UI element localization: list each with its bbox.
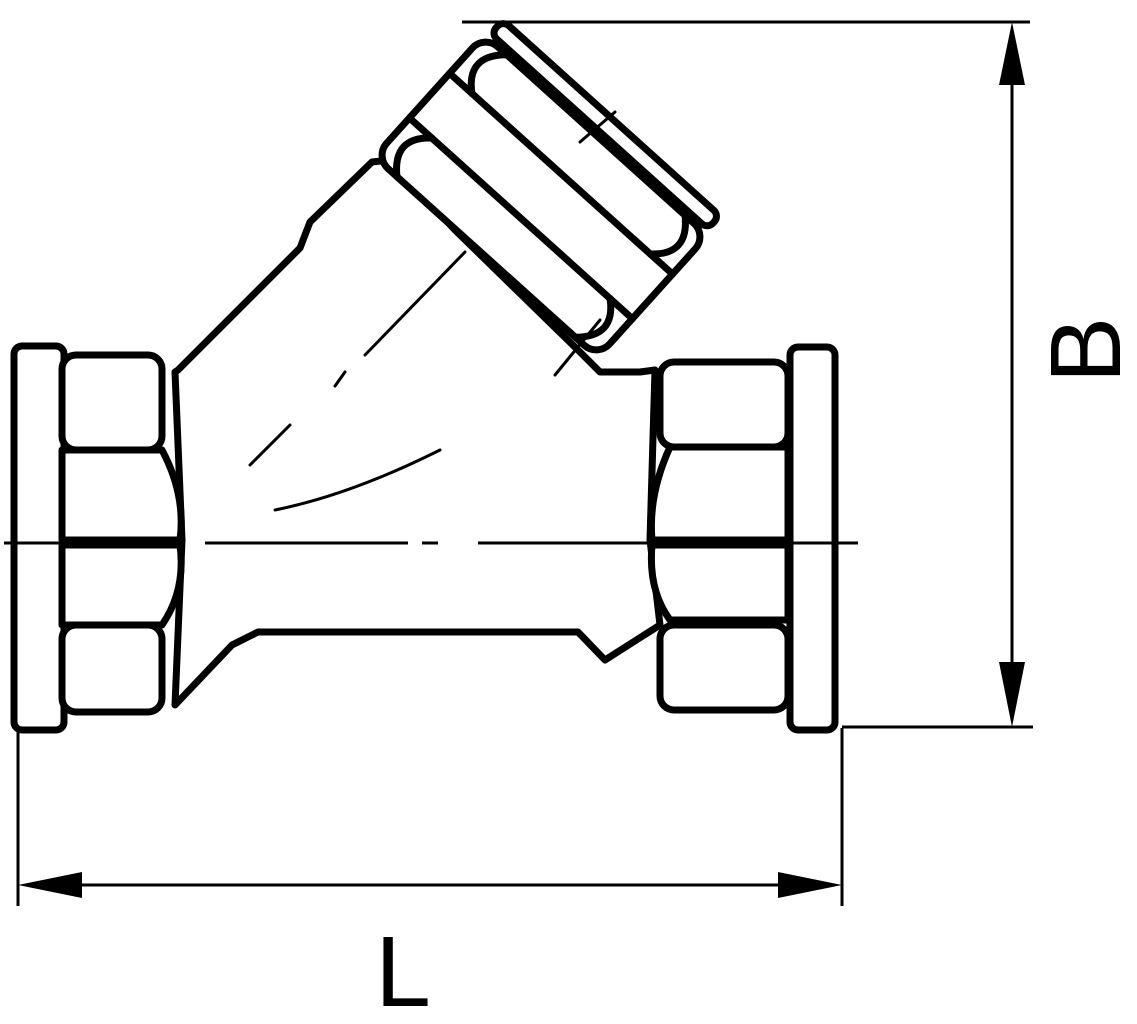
- screen-lines: [248, 110, 617, 512]
- strainer-cap: [378, 20, 720, 354]
- arrow-left-icon: [18, 872, 82, 898]
- arrow-right-icon: [778, 872, 842, 898]
- dimension-b-label: B: [1030, 317, 1137, 384]
- dimension-l: L: [16, 728, 844, 1024]
- dimension-b: B: [462, 20, 1137, 729]
- dimension-l-label: L: [375, 916, 431, 1024]
- left-end-connection: [10, 342, 185, 734]
- arrow-down-icon: [999, 662, 1025, 727]
- arrow-up-icon: [999, 22, 1025, 85]
- strainer-body: [171, 156, 664, 709]
- right-end-connection: [647, 343, 839, 734]
